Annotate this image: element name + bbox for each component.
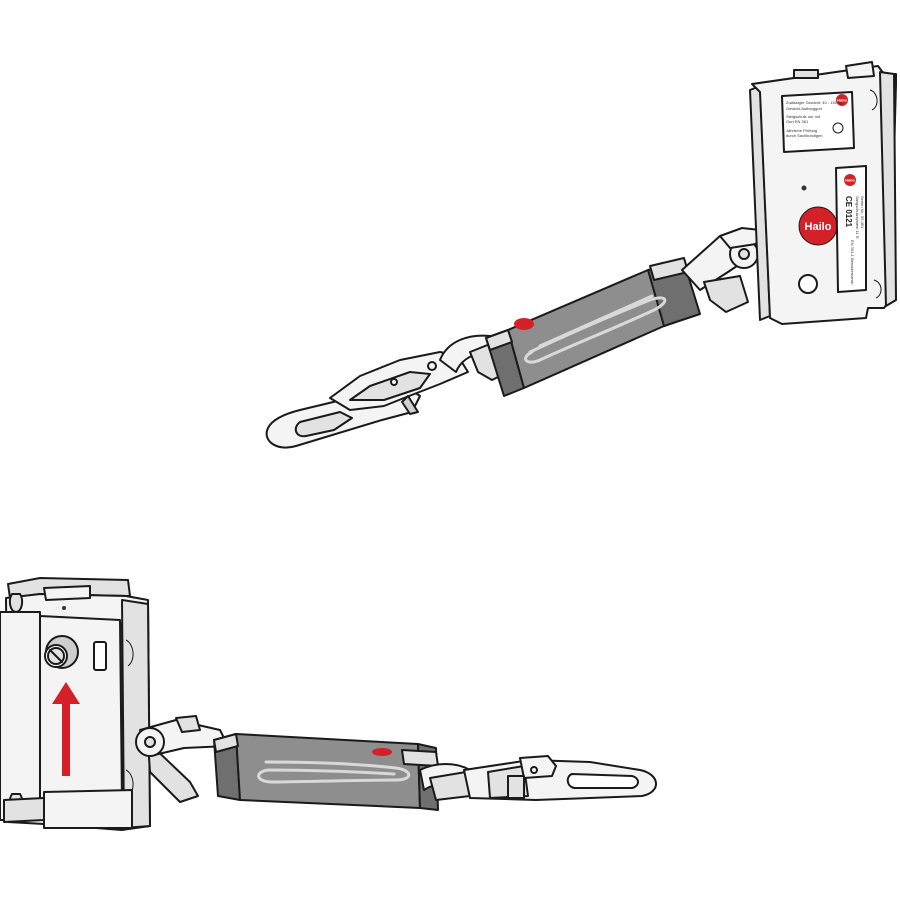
- top-round-window: [798, 274, 818, 294]
- top-energy-absorber: [485, 257, 701, 397]
- side-label-line-1: Steigschutzsystem 11 R: [855, 196, 860, 239]
- top-brand-small-text: Hailo: [837, 98, 847, 103]
- plate-line-6: durch Sachkundigen: [786, 133, 822, 138]
- top-fall-arrester: Hailo Zulässiger Gewicht: 40 - 150 kg Ge…: [749, 61, 897, 325]
- top-side-label: Hailo CE 0121 Steigschutzsystem 11 R Ser…: [835, 165, 867, 293]
- side-label-line-3: EN 353-1 Benutzername:: [850, 240, 855, 285]
- up-arrow-icon: [52, 682, 80, 776]
- bottom-pivot-arm: [135, 715, 229, 803]
- plate-line-5: Jährliche Prüfung: [786, 128, 817, 133]
- top-brand-logo-small: [836, 94, 848, 106]
- top-pivot-arm: [681, 227, 761, 313]
- top-red-indicator: [514, 318, 534, 330]
- ce-mark: CE 0121: [844, 196, 853, 228]
- top-info-plate: Hailo Zulässiger Gewicht: 40 - 150 kg Ge…: [781, 91, 855, 153]
- bottom-connecting-link: [419, 763, 471, 801]
- rivet-icon: [801, 185, 807, 191]
- svg-text:Hailo: Hailo: [845, 178, 855, 183]
- plate-line-4: Gurt EN 361: [786, 119, 809, 124]
- bottom-snap-hook: [463, 755, 657, 801]
- info-symbol-icon: [832, 122, 844, 134]
- side-label-line-2: Serien Nr.: 95.451: [860, 196, 865, 229]
- plate-line-1: Zulässiger Gewicht: 40 - 150 kg: [786, 100, 842, 105]
- bottom-fall-arrester: [0, 577, 151, 831]
- top-assembly: Hailo Zulässiger Gewicht: 40 - 150 kg Ge…: [265, 61, 897, 449]
- plate-line-3: Steigschutz nur mit: [786, 114, 821, 119]
- top-snap-hook: [265, 351, 469, 449]
- plate-line-2: Gewicht Auffanggurt: [786, 106, 823, 111]
- bottom-red-indicator: [372, 748, 392, 756]
- bottom-assembly: [0, 577, 657, 831]
- bottom-energy-absorber: [213, 733, 439, 811]
- bottom-adjustment-knob[interactable]: [44, 635, 79, 669]
- top-brand-text: Hailo: [805, 221, 832, 233]
- bottom-slot-window: [93, 641, 107, 671]
